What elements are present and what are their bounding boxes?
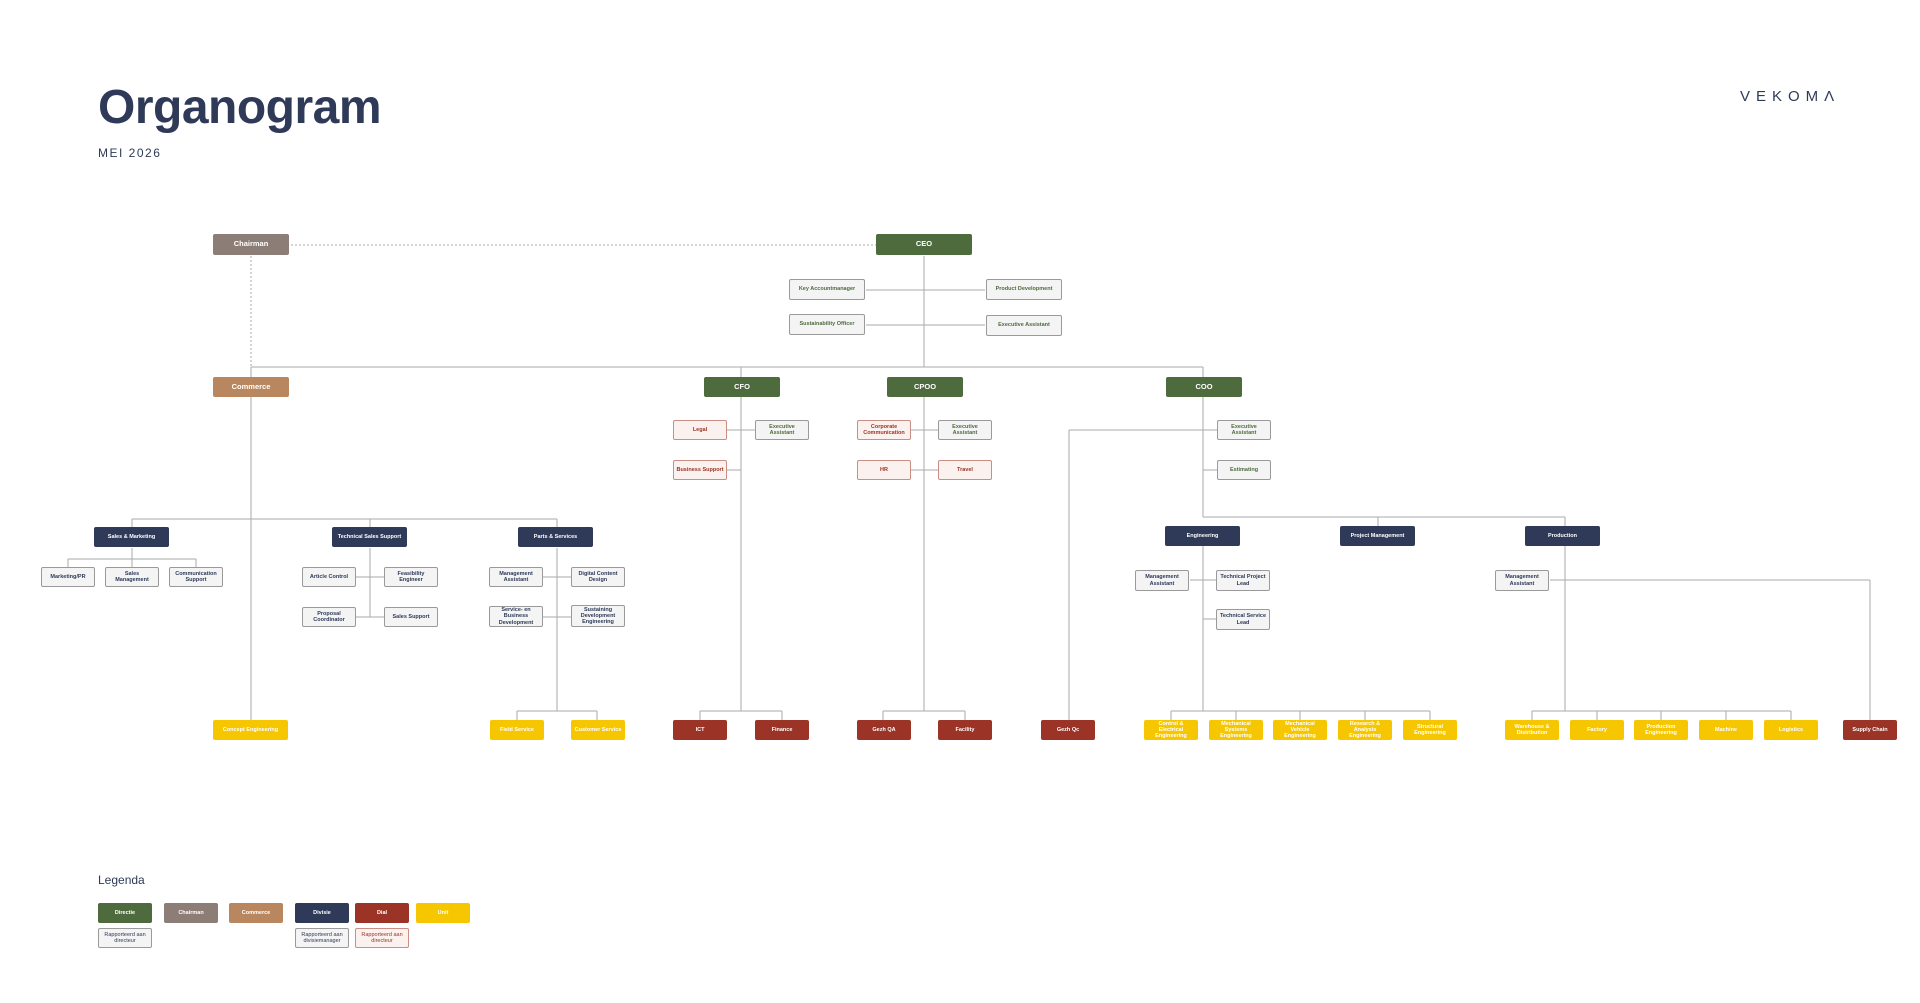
page-title: Organogram	[98, 81, 382, 134]
ict-node: ICT	[673, 720, 727, 740]
legend-divisie: Divisie	[295, 903, 349, 923]
legend-directie: Directie	[98, 903, 152, 923]
sustaining-development-engineering-node: Sustaining Development Engineering	[571, 605, 625, 627]
control-electrical-engineering-node: Control & Electrical Engineering	[1144, 720, 1198, 740]
parts-management-assistant-node: Management Assistant	[489, 567, 543, 587]
sustainability-officer-node: Sustainability Officer	[789, 314, 865, 335]
production-engineering-node: Production Engineering	[1634, 720, 1688, 740]
engineering-node: Engineering	[1165, 526, 1240, 546]
technical-sales-support-node: Technical Sales Support	[332, 527, 407, 547]
proposal-coordinator-node: Proposal Coordinator	[302, 607, 356, 627]
field-service-node: Field Service	[490, 720, 544, 740]
business-support-node: Business Support	[673, 460, 727, 480]
cfo-node: CFO	[704, 377, 780, 397]
article-control-node: Article Control	[302, 567, 356, 587]
vekoma-logo: VEKOMΛ	[1740, 88, 1841, 105]
marketing-pr-node: Marketing/PR	[41, 567, 95, 587]
product-development-node: Product Development	[986, 279, 1062, 300]
legal-node: Legal	[673, 420, 727, 440]
sales-management-node: Sales Management	[105, 567, 159, 587]
legend-unit: Unit	[416, 903, 470, 923]
research-analysis-engineering-node: Research & Analysis Engineering	[1338, 720, 1392, 740]
page-subtitle: MEI 2026	[98, 146, 162, 160]
coo-node: COO	[1166, 377, 1242, 397]
service-business-development-node: Service- en Business Development	[489, 606, 543, 627]
digital-content-design-node: Digital Content Design	[571, 567, 625, 587]
legend-report-director: Rapporteerd aan directeur	[98, 928, 152, 948]
production-management-assistant-node: Management Assistant	[1495, 570, 1549, 591]
key-accountmanager-node: Key Accountmanager	[789, 279, 865, 300]
gezh-qc-node: Gezh Qc	[1041, 720, 1095, 740]
ceo-node: CEO	[876, 234, 972, 255]
machine-node: Machine	[1699, 720, 1753, 740]
legend-report-director-red: Rapporteerd aan directeur	[355, 928, 409, 948]
legend-chairman: Chairman	[164, 903, 218, 923]
cpoo-node: CPOO	[887, 377, 963, 397]
legend-report-divisionmanager: Rapporteerd aan divisiemanager	[295, 928, 349, 948]
technical-project-lead-node: Technical Project Lead	[1216, 570, 1270, 591]
structural-engineering-node: Structural Engineering	[1403, 720, 1457, 740]
sales-support-node: Sales Support	[384, 607, 438, 627]
technical-service-lead-node: Technical Service Lead	[1216, 609, 1270, 630]
legend-commerce: Commerce	[229, 903, 283, 923]
parts-services-node: Parts & Services	[518, 527, 593, 547]
ceo-executive-assistant-node: Executive Assistant	[986, 315, 1062, 336]
coo-executive-assistant-node: Executive Assistant	[1217, 420, 1271, 440]
corporate-communication-node: Corporate Communication	[857, 420, 911, 440]
supply-chain-node: Supply Chain	[1843, 720, 1897, 740]
mechanical-systems-engineering-node: Mechanical Systems Engineering	[1209, 720, 1263, 740]
customer-service-node: Customer Service	[571, 720, 625, 740]
chairman-node: Chairman	[213, 234, 289, 255]
warehouse-distribution-node: Warehouse & Distribution	[1505, 720, 1559, 740]
feasibility-engineer-node: Feasibility Engineer	[384, 567, 438, 587]
estimating-node: Estimating	[1217, 460, 1271, 480]
finance-node: Finance	[755, 720, 809, 740]
gezh-qa-node: Gezh QA	[857, 720, 911, 740]
communication-support-node: Communication Support	[169, 567, 223, 587]
hr-node: HR	[857, 460, 911, 480]
factory-node: Factory	[1570, 720, 1624, 740]
cfo-executive-assistant-node: Executive Assistant	[755, 420, 809, 440]
production-node: Production	[1525, 526, 1600, 546]
commerce-node: Commerce	[213, 377, 289, 397]
travel-node: Travel	[938, 460, 992, 480]
legend-title: Legenda	[98, 873, 145, 887]
sales-marketing-node: Sales & Marketing	[94, 527, 169, 547]
logistics-node: Logistics	[1764, 720, 1818, 740]
project-management-node: Project Management	[1340, 526, 1415, 546]
mechanical-vehicle-engineering-node: Mechanical Vehicle Engineering	[1273, 720, 1327, 740]
concept-engineering-node: Concept Engineering	[213, 720, 288, 740]
facility-node: Facility	[938, 720, 992, 740]
engineering-management-assistant-node: Management Assistant	[1135, 570, 1189, 591]
legend-dial: Dial	[355, 903, 409, 923]
cpoo-executive-assistant-node: Executive Assistant	[938, 420, 992, 440]
